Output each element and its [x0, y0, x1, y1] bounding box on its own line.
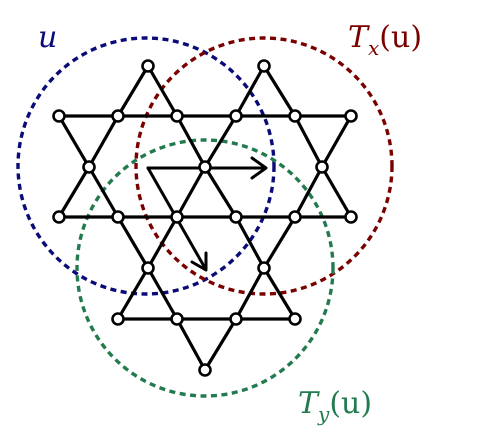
lattice-edge: [116, 266, 150, 321]
label-ty-arg: (u): [329, 386, 372, 421]
lattice-site: [229, 109, 243, 123]
lattice-site: [344, 210, 358, 224]
lattice-edge: [320, 114, 353, 169]
lattice-site: [288, 210, 302, 224]
lattice-site: [111, 210, 125, 224]
lattice-edge: [262, 266, 297, 321]
lattice-edge: [57, 165, 91, 219]
lattice-edge: [203, 165, 238, 219]
lattice-edge: [262, 64, 297, 118]
label-ty-main: T: [298, 386, 320, 421]
lattice-site: [170, 109, 184, 123]
lattice-site: [141, 261, 155, 275]
lattice-edge: [262, 215, 297, 270]
lattice-nodes: [52, 59, 358, 377]
unit-cell-circle-u: [16, 36, 276, 296]
lattice-edge: [116, 64, 150, 118]
lattice-edge: [146, 266, 179, 321]
lattice-site: [257, 261, 271, 275]
translation-arrows: [146, 156, 268, 272]
lattice-edge: [234, 215, 266, 270]
lattice-site: [198, 160, 212, 174]
lattice-site: [229, 210, 243, 224]
lattice-edge: [234, 64, 266, 118]
label-tx-sub: x: [368, 36, 379, 60]
lattice-site: [315, 160, 329, 174]
lattice-edge: [203, 317, 238, 372]
lattice-site: [344, 109, 358, 123]
label-u: u: [38, 20, 57, 55]
label-tx-arg: (u): [379, 20, 422, 55]
lattice-edge: [320, 165, 353, 219]
lattice-edge: [146, 215, 179, 270]
lattice-edge: [146, 64, 179, 118]
lattice-edge: [87, 114, 120, 169]
lattice-edge: [57, 114, 91, 169]
lattice-site: [288, 109, 302, 123]
unit-cell-circle-ty: [75, 138, 335, 398]
label-tx-main: T: [348, 20, 370, 55]
lattice-site: [229, 312, 243, 326]
lattice-edge: [234, 266, 266, 321]
lattice-site: [52, 109, 66, 123]
lattice-site: [257, 59, 271, 73]
lattice-edge: [175, 114, 207, 169]
lattice-site: [111, 312, 125, 326]
unit-cell-circle-tx: [134, 36, 394, 296]
lattice-site: [198, 363, 212, 377]
lattice-edge: [293, 114, 324, 169]
lattice-edge: [87, 165, 120, 219]
lattice-edges: [57, 64, 353, 372]
lattice-site: [82, 160, 96, 174]
lattice-site: [170, 312, 184, 326]
lattice-edge: [175, 317, 207, 372]
lattice-edge: [175, 165, 207, 219]
lattice-site: [170, 210, 184, 224]
label-ty-sub: y: [317, 402, 330, 426]
label-ty: Ty(u): [298, 386, 372, 426]
lattice-site: [288, 312, 302, 326]
lattice-edge: [116, 215, 150, 270]
lattice-site: [52, 210, 66, 224]
lattice-edge: [203, 114, 238, 169]
lattice-site: [111, 109, 125, 123]
lattice-site: [141, 59, 155, 73]
label-tx: Tx(u): [348, 20, 422, 60]
lattice-edge: [293, 165, 324, 219]
